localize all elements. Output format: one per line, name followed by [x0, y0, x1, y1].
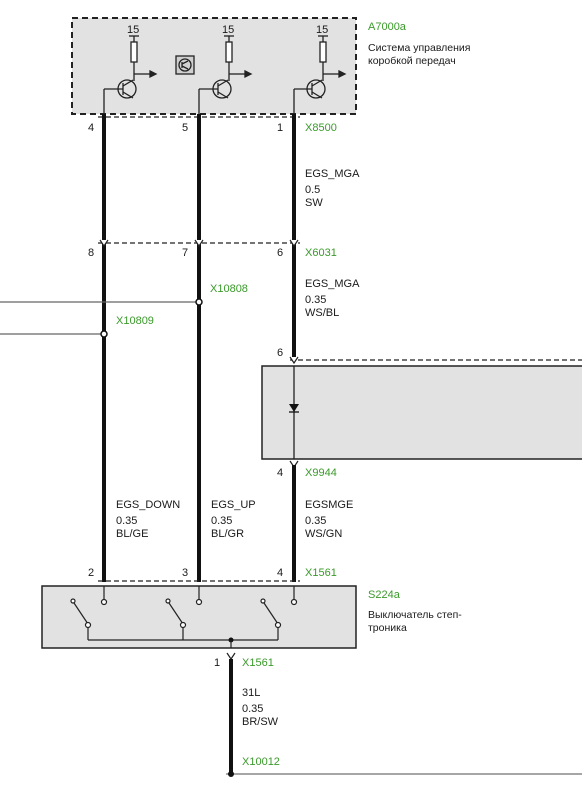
- transistor-1-symbol: [103, 35, 158, 114]
- s224a-description-line1: Выключатель степ-: [368, 609, 462, 621]
- wire-smge-color: WS/GN: [305, 528, 342, 540]
- box-bottom-pin: 4: [277, 467, 283, 479]
- x8500-label[interactable]: X8500: [305, 122, 337, 134]
- s224a-id: S224a: [368, 589, 401, 601]
- x1561-top-label[interactable]: X1561: [305, 567, 337, 579]
- switch-contacts: [70, 586, 298, 641]
- wire-mga-2-color: WS/BL: [305, 307, 339, 319]
- wire-up-color: BL/GR: [211, 528, 244, 540]
- transistor-2-symbol: [198, 35, 253, 114]
- x9944-label[interactable]: X9944: [305, 467, 337, 479]
- x10809-splice-point[interactable]: [100, 330, 108, 338]
- wire-ground-name: 31L: [242, 687, 260, 699]
- wire-ground-size: 0.35: [242, 703, 263, 715]
- x1561-bottom-label[interactable]: X1561: [242, 657, 274, 669]
- s224a-description-line2: троника: [368, 622, 407, 634]
- x6031-label[interactable]: X6031: [305, 247, 337, 259]
- wire-mga-1-color: SW: [305, 197, 323, 209]
- wire-mga-1-name: EGS_MGA: [305, 168, 360, 180]
- wire-down-size: 0.35: [116, 515, 137, 527]
- a7000a-description-line2: коробкой передач: [368, 55, 456, 67]
- x10808-splice-point[interactable]: [195, 298, 203, 306]
- transistor-1-supply-label: 15: [127, 24, 139, 36]
- x1561-bottom-junction: [226, 652, 236, 661]
- wire-up-size: 0.35: [211, 515, 232, 527]
- a7000a-description-line1: Система управления: [368, 42, 470, 54]
- wire-down-name: EGS_DOWN: [116, 499, 180, 511]
- box-top-pin: 6: [277, 347, 283, 359]
- transistor-2-supply-label: 15: [222, 24, 234, 36]
- a7000a-module-box[interactable]: [71, 17, 357, 115]
- x10012-ground-point: [228, 771, 234, 777]
- diode-arrow-icon: [289, 404, 299, 412]
- wire-up-name: EGS_UP: [211, 499, 256, 511]
- x10808-label[interactable]: X10808: [210, 283, 248, 295]
- x8500-pin-1: 1: [277, 122, 283, 134]
- x1561-top-pin-2: 2: [88, 567, 94, 579]
- x8500-pin-5: 5: [182, 122, 188, 134]
- x1561-bottom-pin: 1: [214, 657, 220, 669]
- wire-mga-2-name: EGS_MGA: [305, 278, 360, 290]
- wire-smge-name: EGSMGE: [305, 499, 353, 511]
- transistor-3-supply-label: 15: [316, 24, 328, 36]
- wire-smge-size: 0.35: [305, 515, 326, 527]
- transistor-3-symbol: [293, 35, 347, 114]
- x6031-pin-7: 7: [182, 247, 188, 259]
- wire-ground-color: BR/SW: [242, 716, 279, 728]
- box-top-junction: [289, 356, 299, 365]
- wire-mga-2-size: 0.35: [305, 294, 326, 306]
- x6031-pin-8: 8: [88, 247, 94, 259]
- x1561-top-pin-4: 4: [277, 567, 283, 579]
- x10012-label[interactable]: X10012: [242, 756, 280, 768]
- wire-down-color: BL/GE: [116, 528, 148, 540]
- pass-through-module-box[interactable]: [261, 365, 582, 460]
- a7000a-id: A7000a: [368, 21, 407, 33]
- x6031-junction-marks: [99, 239, 299, 248]
- x10809-label[interactable]: X10809: [116, 315, 154, 327]
- x1561-top-pin-3: 3: [182, 567, 188, 579]
- wire-mga-1-size: 0.5: [305, 184, 320, 196]
- module-symbol-icon: [175, 55, 195, 75]
- x8500-pin-4: 4: [88, 122, 94, 134]
- x6031-pin-6: 6: [277, 247, 283, 259]
